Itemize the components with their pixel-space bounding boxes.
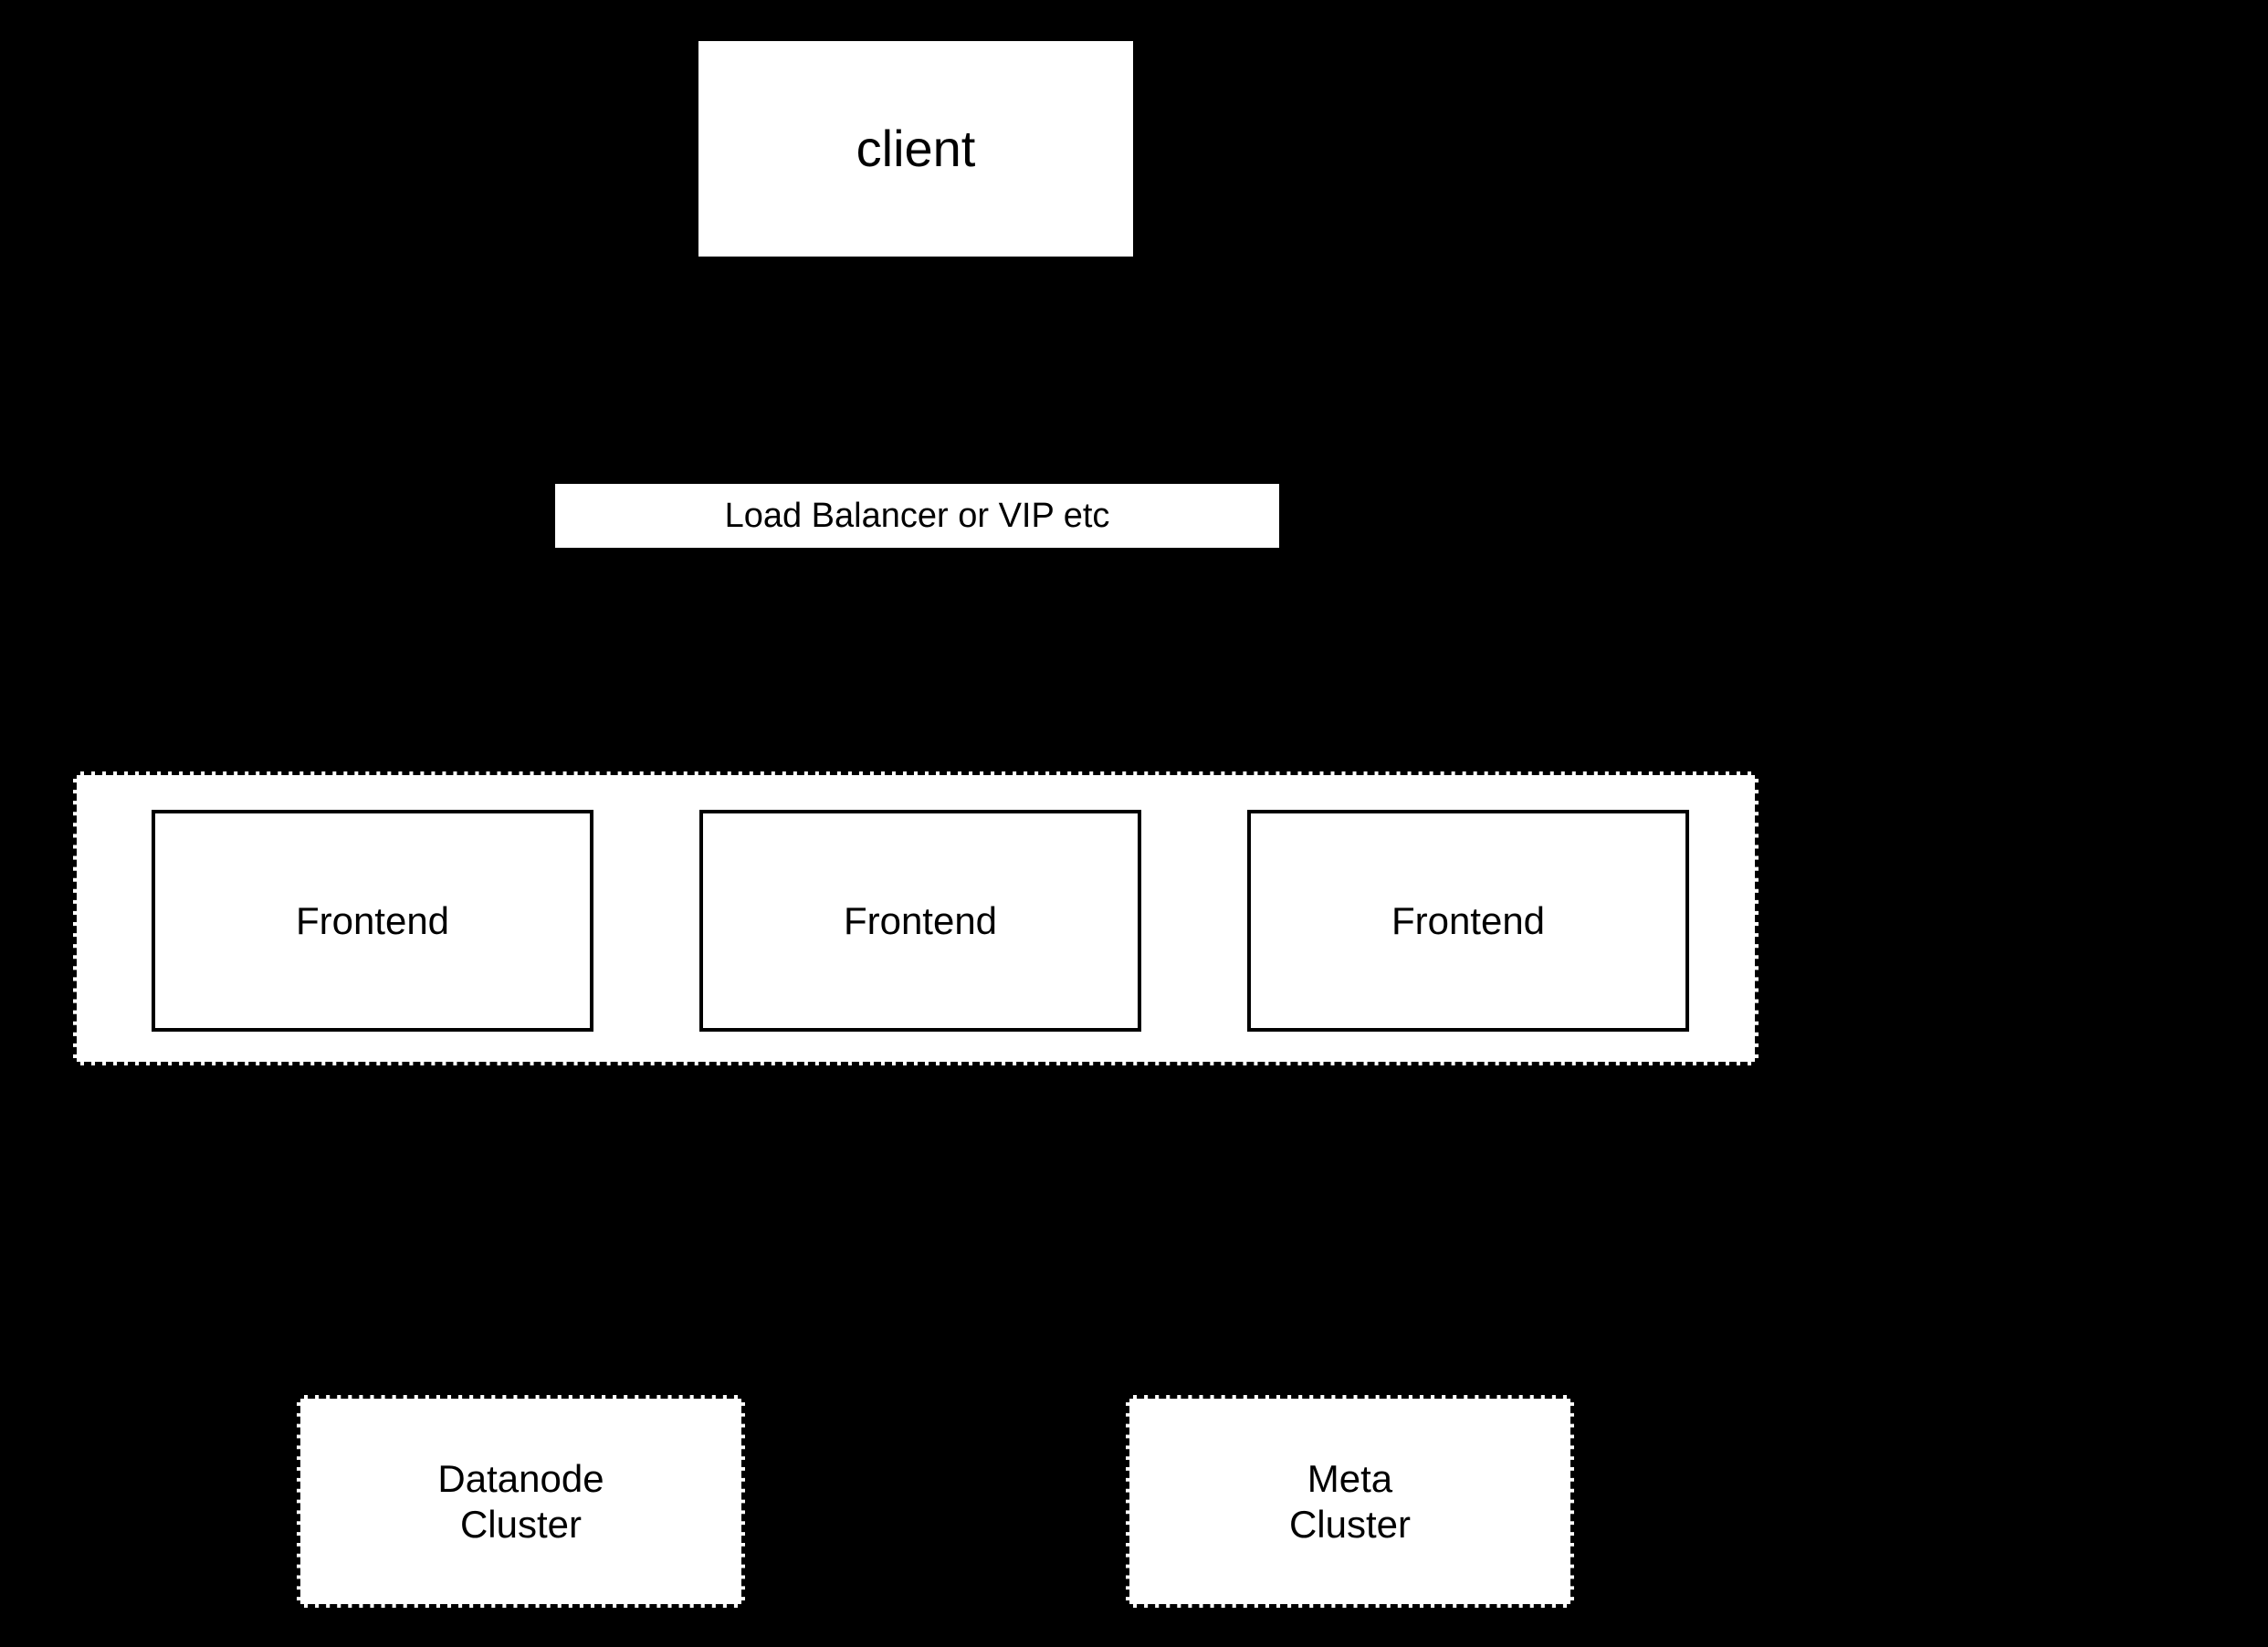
edge-frontend-group-to-meta-cluster <box>1348 1065 1351 1395</box>
node-frontend-0[interactable]: Frontend <box>152 810 593 1032</box>
edge-client-to-load-balancer <box>914 257 918 484</box>
node-frontend-2[interactable]: Frontend <box>1247 810 1689 1032</box>
node-frontend-1[interactable]: Frontend <box>699 810 1141 1032</box>
node-frontend-group[interactable]: Frontend Frontend Frontend <box>73 771 1759 1065</box>
edge-frontend-group-to-datanode-cluster <box>519 1065 522 1395</box>
node-client[interactable]: client <box>698 41 1133 257</box>
node-load-balancer[interactable]: Load Balancer or VIP etc <box>555 484 1279 548</box>
edge-load-balancer-to-frontend-group <box>914 548 918 771</box>
node-datanode-cluster[interactable]: Datanode Cluster <box>297 1395 745 1608</box>
node-meta-cluster[interactable]: Meta Cluster <box>1126 1395 1574 1608</box>
